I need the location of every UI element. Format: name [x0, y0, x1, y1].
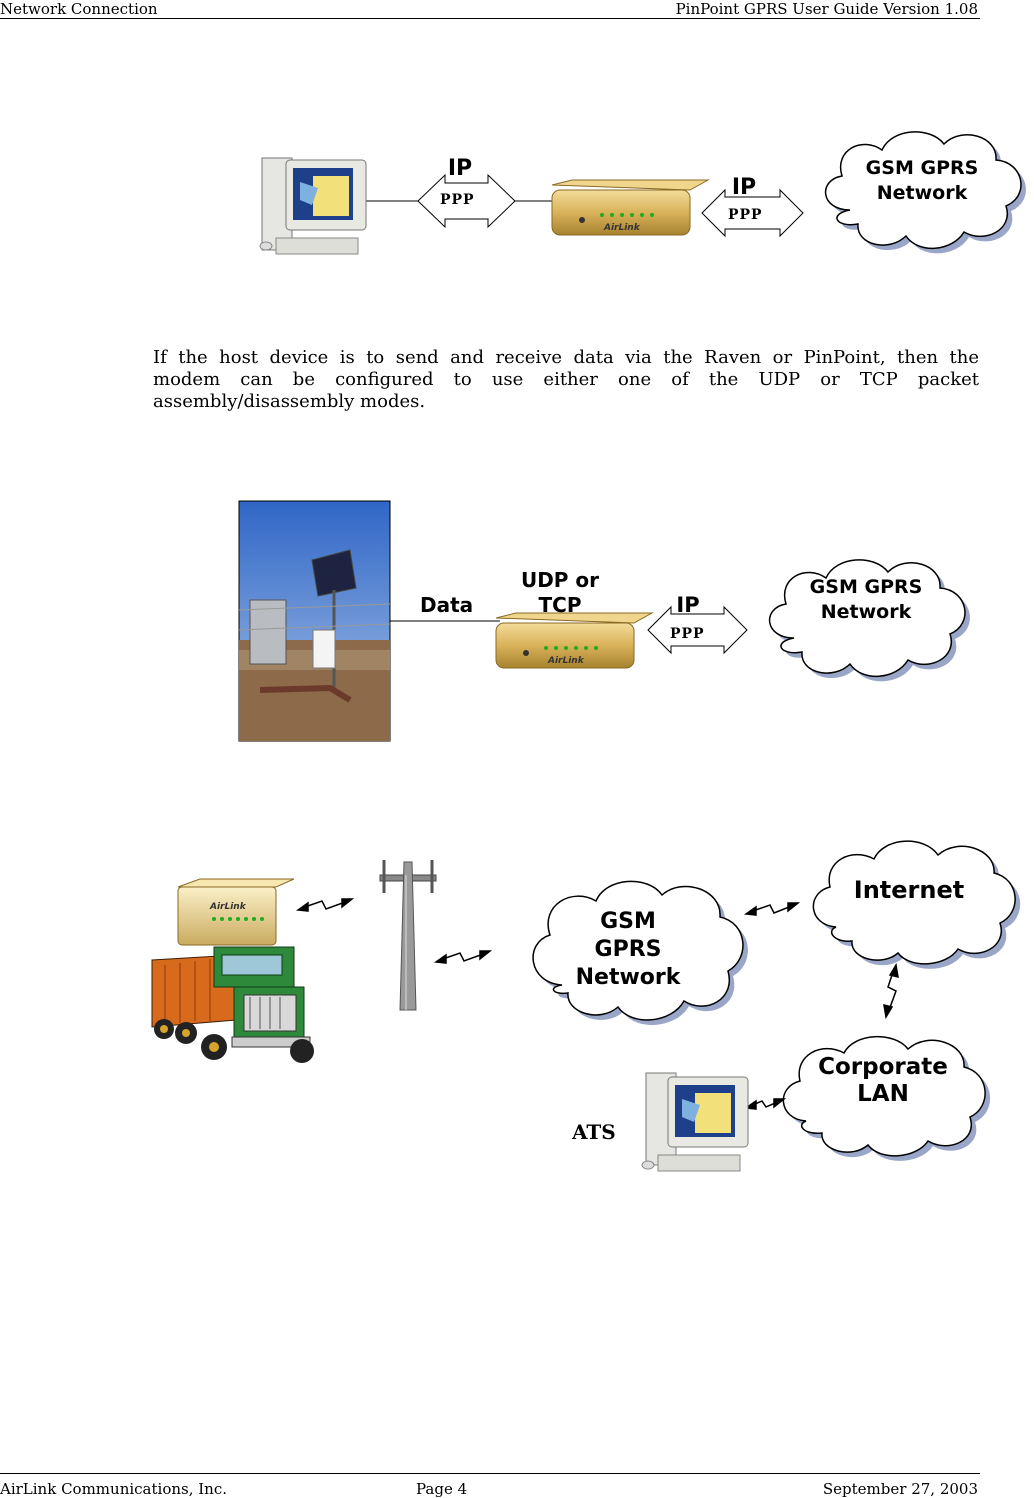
- footer-rule: [0, 1473, 980, 1474]
- svg-text:AirLink: AirLink: [547, 656, 585, 666]
- body-paragraph: If the host device is to send and receiv…: [153, 347, 979, 391]
- desktop-computer-icon: [259, 157, 367, 255]
- data-label: Data: [420, 593, 474, 617]
- cell-tower-icon: [379, 860, 437, 1011]
- cloud-gsm-gprs-network-icon: [769, 559, 970, 682]
- cloud-label-line2: Network: [820, 601, 912, 623]
- modem-icon: AirLink: [495, 612, 654, 669]
- paragraph-line1: If the host device is to send and receiv…: [153, 347, 979, 368]
- wireless-link-icon: [433, 950, 493, 964]
- paragraph-line3: assembly/disassembly modes.: [153, 391, 426, 412]
- svg-text:AirLink: AirLink: [603, 223, 641, 233]
- site-photo-image: [238, 500, 391, 742]
- footer-page-number: Page 4: [416, 1480, 468, 1498]
- internet-label: Internet: [853, 876, 965, 904]
- cloud-label: GSM GPRS Network: [850, 156, 994, 206]
- svg-text:AirLink: AirLink: [209, 902, 247, 912]
- gsm-cloud-label: GSM GPRS Network: [560, 908, 696, 992]
- cloud-gsm-gprs-network-icon: [532, 880, 748, 1025]
- protocol-line1: UDP or: [520, 568, 600, 592]
- figure3-graphics: AirLink: [151, 840, 1021, 1172]
- ppp-label-right: PPP: [728, 207, 763, 223]
- footer-company: AirLink Communications, Inc.: [0, 1480, 227, 1498]
- cloud-label-line2: Network: [876, 182, 968, 204]
- corporate-lan-label: Corporate LAN: [808, 1054, 958, 1108]
- ip-label: IP: [676, 593, 700, 617]
- ats-computer-icon: [641, 1072, 749, 1172]
- cloud-corporate-lan-icon: [782, 1036, 991, 1161]
- protocol-label: UDP or TCP: [505, 568, 615, 618]
- ppp-label-left: PPP: [440, 192, 475, 208]
- ip-label-left: IP: [447, 156, 473, 181]
- cloud-label-line1: GSM GPRS: [809, 576, 923, 598]
- gsm-line3: Network: [575, 965, 681, 990]
- corp-line2: LAN: [857, 1081, 909, 1107]
- protocol-line2: TCP: [538, 593, 582, 617]
- footer-date: September 27, 2003: [822, 1480, 978, 1498]
- cloud-label-line1: GSM GPRS: [865, 157, 979, 179]
- gsm-line2: GPRS: [594, 937, 662, 962]
- cloud-gsm-gprs-network-icon: [825, 131, 1026, 254]
- figure1-graphics: AirLink: [259, 131, 1026, 255]
- modem-icon: AirLink: [551, 179, 710, 236]
- paragraph-line2: modem can be configured to use either on…: [153, 369, 979, 390]
- header-document-title: PinPoint GPRS User Guide Version 1.08: [675, 0, 978, 18]
- network-link-icon: [743, 1098, 787, 1110]
- ats-label: ATS: [572, 1120, 616, 1144]
- header-section-title: Network Connection: [0, 0, 158, 18]
- truck-icon: [151, 946, 314, 1063]
- ppp-label: PPP: [670, 626, 705, 642]
- network-link-icon: [883, 962, 899, 1020]
- pinpoint-modem-icon: AirLink: [177, 878, 295, 946]
- cloud-internet-icon: [812, 840, 1021, 969]
- wireless-link-icon: [295, 898, 355, 912]
- header-rule: [0, 18, 980, 19]
- figure2-graphics: AirLink: [238, 500, 970, 742]
- gsm-line1: GSM: [600, 909, 656, 934]
- network-link-icon: [743, 902, 801, 916]
- ip-label-right: IP: [731, 175, 757, 200]
- cloud-label: GSM GPRS Network: [794, 575, 938, 625]
- corp-line1: Corporate: [818, 1054, 948, 1080]
